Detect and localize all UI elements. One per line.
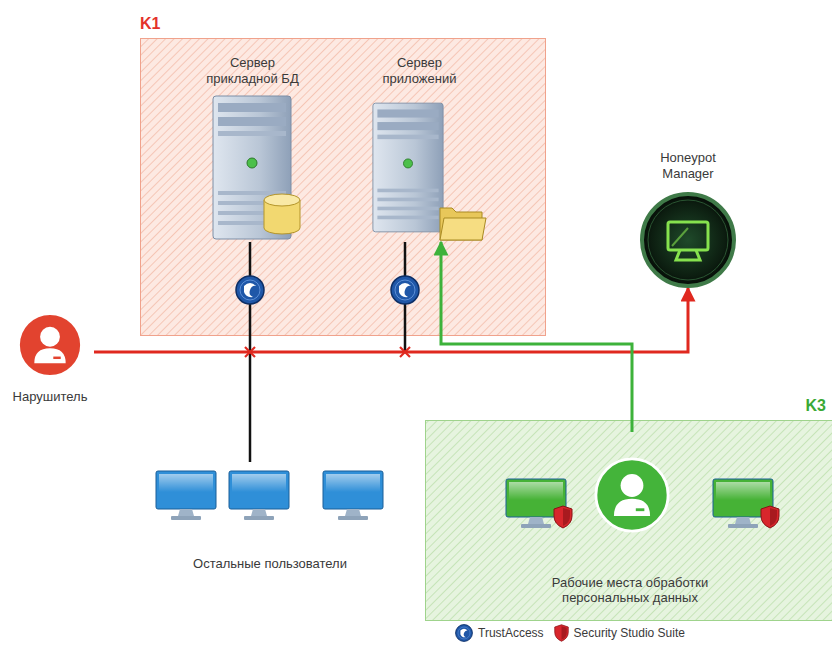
honeypot-icon <box>642 194 734 286</box>
region-k3: K3Рабочие места обработки персональных д… <box>425 420 832 620</box>
trustaccess-icon <box>236 276 264 304</box>
legend-label: Security Studio Suite <box>574 626 685 640</box>
shield-icon <box>554 506 572 528</box>
monitor-icon <box>229 471 289 520</box>
workstation-group: Рабочие места обработки персональных дан… <box>440 432 820 606</box>
shield-icon <box>761 506 779 528</box>
honeypot-box: Honeypot Manager <box>630 150 746 288</box>
block-mark <box>245 347 410 357</box>
users-group: Остальные пользователи <box>140 462 400 572</box>
folder-icon <box>440 208 486 240</box>
monitor-icon <box>323 471 383 520</box>
legend-item: Security Studio Suite <box>554 624 685 642</box>
node-label: Сервер приложений <box>365 55 475 86</box>
node-label: Нарушитель <box>13 389 88 405</box>
monitor-icon <box>156 471 216 520</box>
region-label: K3 <box>806 396 826 415</box>
trustaccess-icon <box>391 276 419 304</box>
k1-region <box>141 39 546 336</box>
node-label: Остальные пользователи <box>193 556 347 572</box>
violator-box: Нарушитель <box>6 310 94 405</box>
legend: TrustAccess Security Studio Suite <box>455 624 685 642</box>
violator-icon <box>19 314 82 377</box>
legend-label: TrustAccess <box>478 626 544 640</box>
attack-line <box>94 288 688 352</box>
region-k1: K1Сервер прикладной БДСервер приложений <box>140 38 545 335</box>
region-label: K1 <box>140 14 160 33</box>
database-cylinder <box>264 194 300 234</box>
node-label: Сервер прикладной БД <box>198 55 308 86</box>
server-box: Сервер приложений <box>362 55 478 242</box>
node-label: Рабочие места обработки персональных дан… <box>530 575 730 606</box>
access-line <box>441 242 632 432</box>
server-box: Сервер прикладной БД <box>195 55 311 242</box>
operator-icon <box>596 459 668 531</box>
legend-icon <box>554 624 569 642</box>
legend-item: TrustAccess <box>455 624 544 642</box>
legend-icon <box>455 624 473 642</box>
app-server <box>373 103 443 232</box>
k3-region <box>426 421 832 621</box>
node-label: Honeypot Manager <box>643 150 733 181</box>
